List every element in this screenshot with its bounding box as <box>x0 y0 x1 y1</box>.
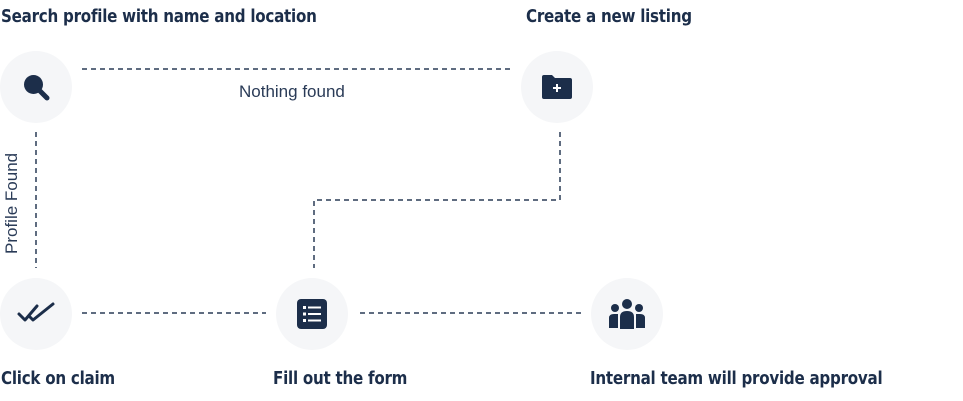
node-create <box>521 51 593 123</box>
node-search <box>0 51 72 123</box>
list-form-icon <box>297 299 327 329</box>
step-title-create: Create a new listing <box>526 6 692 27</box>
step-title-claim: Click on claim <box>1 368 115 389</box>
node-form <box>276 278 348 350</box>
step-title-form: Fill out the form <box>273 368 408 389</box>
node-claim <box>0 278 72 350</box>
edge-label-profile-found: Profile Found <box>2 152 21 254</box>
folder-plus-icon <box>542 75 572 99</box>
team-icon <box>609 299 645 329</box>
edge-label-nothing-found: Nothing found <box>239 82 345 101</box>
search-icon <box>24 75 50 101</box>
connector-create-to-form <box>313 132 561 268</box>
double-check-icon <box>17 302 55 322</box>
node-approval <box>591 278 663 350</box>
step-title-approval: Internal team will provide approval <box>590 368 883 389</box>
step-title-search: Search profile with name and location <box>1 6 317 27</box>
